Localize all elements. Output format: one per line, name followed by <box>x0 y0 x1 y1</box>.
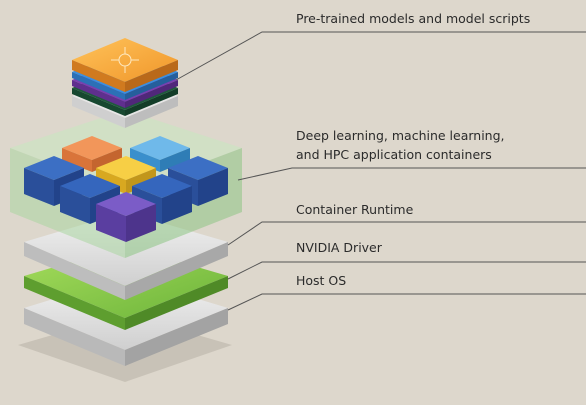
label-containers-line2: and HPC application containers <box>296 147 492 162</box>
leader-lines <box>175 31 586 311</box>
leader-line-containers <box>237 167 586 181</box>
circuit-icon <box>111 47 139 73</box>
leader-line-models <box>175 31 586 81</box>
model-stack <box>72 38 178 128</box>
label-pretrained-models: Pre-trained models and model scripts <box>296 11 531 26</box>
label-host-os: Host OS <box>296 273 347 288</box>
label-containers-line1: Deep learning, machine learning, <box>296 128 505 143</box>
label-nvidia-driver: NVIDIA Driver <box>296 240 382 255</box>
leader-line-host <box>227 293 586 311</box>
app-cube-orange <box>62 136 122 172</box>
leader-line-runtime <box>227 221 586 246</box>
leader-line-driver <box>227 261 586 280</box>
app-cube-purple <box>96 192 156 242</box>
containers-box <box>10 110 242 258</box>
app-cube-skyblue <box>130 136 190 172</box>
label-container-runtime: Container Runtime <box>296 202 414 217</box>
